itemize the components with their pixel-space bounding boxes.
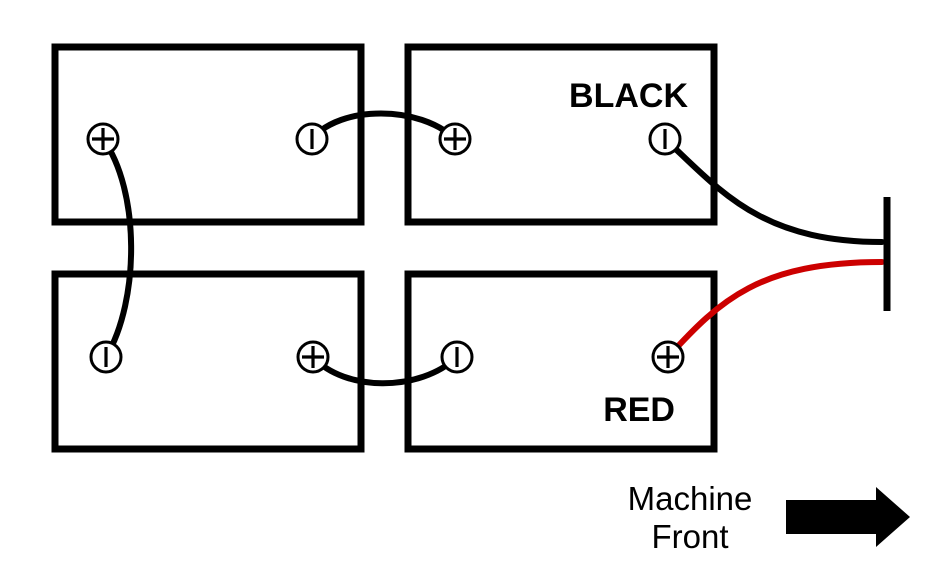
jumper-cable-bottom [310,354,460,387]
arrow-right-icon [786,487,910,547]
jumper-cable-left [100,136,135,360]
plus-circle-icon [86,122,120,156]
machine-front-caption: Machine Front [605,480,775,556]
machine-label: Machine [627,480,753,517]
plus-circle-icon [296,340,330,374]
minus-circle-icon [89,340,123,374]
red-main-cable [665,259,885,360]
plus-circle-icon [651,340,685,374]
red-label: RED [603,391,675,429]
minus-circle-icon [440,340,474,374]
plus-circle-icon [438,122,472,156]
minus-circle-icon [648,122,682,156]
black-main-cable [662,136,885,245]
minus-circle-icon [295,122,329,156]
black-label: BLACK [569,77,688,115]
front-label: Front [651,518,729,555]
